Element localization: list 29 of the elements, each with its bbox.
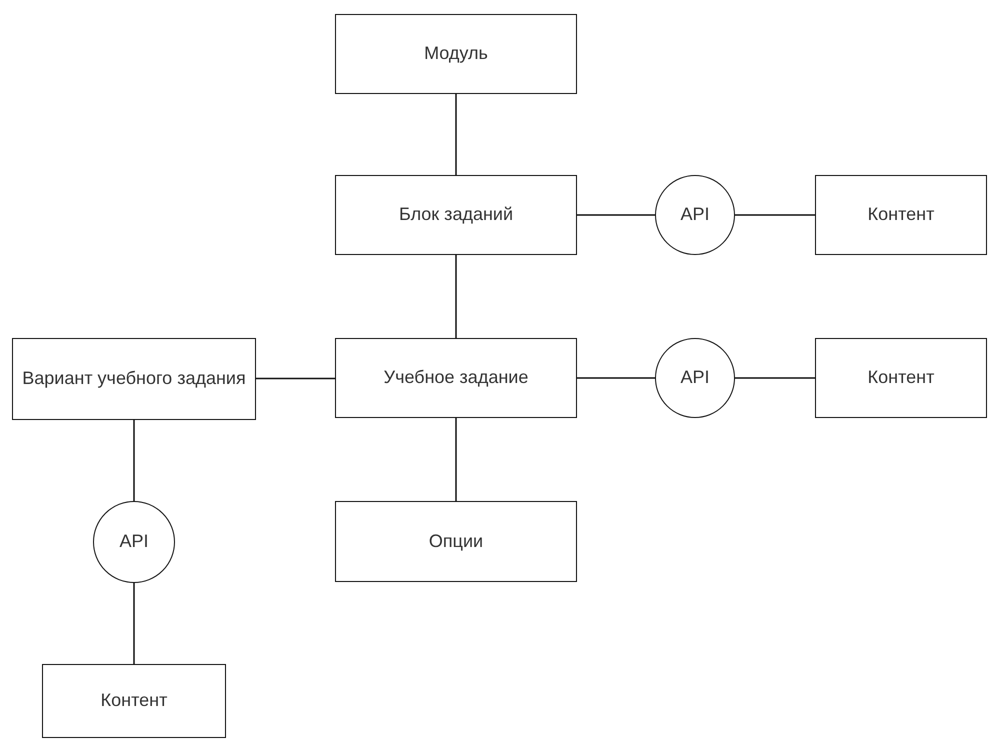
node-label: Опции [428,530,484,553]
node-label: Вариант учебного задания [22,367,246,390]
connector-line [735,377,815,379]
node-label: Учебное задание [384,366,528,390]
connector-line [256,378,335,380]
connector-line [577,377,655,379]
node-label: API [680,203,710,226]
node-label: Контент [868,203,934,226]
connector-line [133,583,135,664]
connector-line [455,418,457,501]
node-label: Контент [868,366,934,390]
node-label: API [119,530,148,554]
entity-box [335,501,577,582]
entity-box [815,175,987,255]
node-label: Блок заданий [398,203,514,226]
node-label: API [680,366,710,390]
entity-box [335,14,577,94]
connector-line [133,420,135,501]
node-label: Контент [100,689,168,712]
connector-line [735,214,815,216]
entity-box [335,175,577,255]
entity-box [12,338,256,420]
entity-box [335,338,577,418]
connector-line [577,214,655,216]
entity-box [42,664,226,738]
entity-box [815,338,987,418]
node-label: Модуль [424,42,488,66]
connector-line [455,94,457,175]
connector-line [455,255,457,338]
